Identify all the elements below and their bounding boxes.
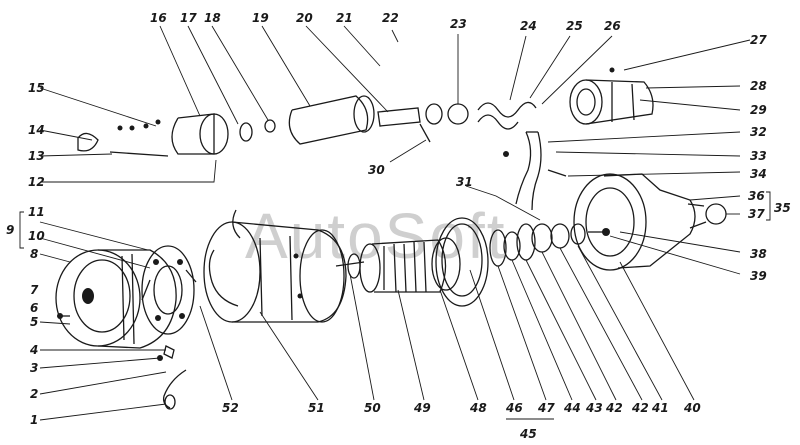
callout-32: 32	[750, 125, 767, 139]
callout-31: 31	[456, 175, 473, 189]
callout-48: 48	[469, 401, 487, 415]
callout-43: 43	[585, 401, 603, 415]
callout-5: 5	[30, 315, 38, 329]
callout-23: 23	[450, 17, 467, 31]
drive-end-housing	[573, 173, 727, 271]
callout-22: 22	[382, 11, 399, 25]
callout-26: 26	[604, 19, 621, 33]
callout-49: 49	[413, 401, 431, 415]
cover-small-parts	[77, 119, 169, 157]
callout-21: 21	[336, 11, 353, 25]
callout-52: 52	[222, 401, 239, 415]
callout-17: 17	[180, 11, 197, 25]
callout-34: 34	[750, 167, 767, 181]
leader-lines	[19, 25, 771, 421]
watermark: AutoSoft	[245, 200, 507, 272]
callout-30: 30	[368, 163, 385, 177]
drive-parts	[489, 223, 604, 267]
callout-40: 40	[683, 401, 701, 415]
callout-13: 13	[28, 149, 45, 163]
callout-29: 29	[750, 103, 767, 117]
callout-1: 1	[30, 413, 38, 427]
rear-cover	[55, 249, 177, 349]
mounting-flange	[569, 67, 654, 125]
callout-46: 46	[505, 401, 523, 415]
callout-10: 10	[28, 229, 45, 243]
callout-9: 9	[6, 223, 14, 237]
callout-50: 50	[364, 401, 381, 415]
shift-lever	[503, 131, 567, 211]
callout-36: 36	[748, 189, 765, 203]
callout-14: 14	[28, 123, 45, 137]
callout-27: 27	[750, 33, 767, 47]
callout-3: 3	[30, 361, 38, 375]
callout-12: 12	[28, 175, 45, 189]
callout-20: 20	[296, 11, 313, 25]
callout-47: 47	[537, 401, 555, 415]
callout-42b: 42	[605, 401, 623, 415]
callout-45: 45	[519, 427, 537, 441]
callout-39: 39	[750, 269, 767, 283]
solenoid-assembly	[171, 95, 537, 155]
callout-37: 37	[748, 207, 765, 221]
armature	[335, 217, 489, 307]
callout-15: 15	[28, 81, 45, 95]
callout-6: 6	[30, 301, 38, 315]
stator-housing	[203, 209, 347, 323]
callout-7: 7	[30, 283, 39, 297]
callout-4: 4	[29, 343, 38, 357]
callout-25: 25	[566, 19, 583, 33]
callout-28: 28	[750, 79, 767, 93]
callout-16: 16	[150, 11, 167, 25]
callout-38: 38	[750, 247, 767, 261]
callout-19: 19	[252, 11, 269, 25]
callout-18: 18	[204, 11, 221, 25]
callout-51: 51	[308, 401, 325, 415]
callout-2: 2	[30, 387, 38, 401]
callout-41: 41	[651, 401, 669, 415]
callout-11: 11	[28, 205, 45, 219]
callout-42a: 42	[631, 401, 649, 415]
small-parts-left	[57, 313, 187, 410]
callout-35: 35	[774, 201, 791, 215]
callout-33: 33	[750, 149, 767, 163]
brush-holder-plate	[141, 245, 197, 335]
callout-labels: 1 2 3 4 5 6 7 8 9 10 11 12 13 14 15 16 1…	[6, 11, 791, 441]
callout-44: 44	[563, 401, 581, 415]
callout-24: 24	[520, 19, 537, 33]
callout-8: 8	[30, 247, 38, 261]
